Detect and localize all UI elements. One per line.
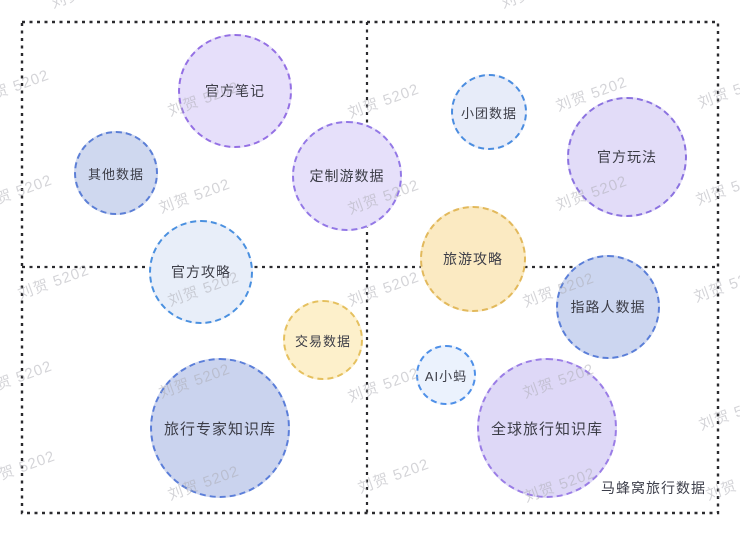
bubble-label: 官方攻略 <box>171 264 231 280</box>
bubble-label: AI小蚂 <box>424 368 468 384</box>
bubble-label: 全球旅行知识库 <box>490 420 603 438</box>
bubble-small-group-data: 小团数据 <box>451 74 527 150</box>
bubble-custom-tour-data: 定制游数据 <box>292 121 402 231</box>
bubble-label: 官方玩法 <box>597 149 657 165</box>
bubble-other-data: 其他数据 <box>74 131 158 215</box>
bubble-label: 旅行专家知识库 <box>163 420 276 438</box>
bubble-label: 官方笔记 <box>205 83 265 99</box>
bubble-travel-expert-kb: 旅行专家知识库 <box>150 358 290 498</box>
bubble-label: 其他数据 <box>87 166 144 182</box>
bubble-label: 小团数据 <box>460 105 517 121</box>
bubble-official-guides: 官方攻略 <box>149 220 253 324</box>
bubble-global-travel-kb: 全球旅行知识库 <box>477 358 617 498</box>
outer-dashed-border <box>20 20 720 515</box>
bubble-label: 交易数据 <box>294 333 351 349</box>
bubble-label: 指路人数据 <box>570 299 646 315</box>
bubble-label: 旅游攻略 <box>443 251 503 267</box>
bubble-label: 定制游数据 <box>309 168 385 184</box>
attribution-label: 马蜂窝旅行数据 <box>601 480 706 496</box>
bubble-travel-guides: 旅游攻略 <box>420 206 526 312</box>
bubble-pathfinder-data: 指路人数据 <box>556 255 660 359</box>
bubble-official-plays: 官方玩法 <box>567 97 687 217</box>
bubble-transaction-data: 交易数据 <box>283 300 363 380</box>
bubble-official-notes: 官方笔记 <box>178 34 292 148</box>
bubble-ai-xiaoma: AI小蚂 <box>416 345 476 405</box>
